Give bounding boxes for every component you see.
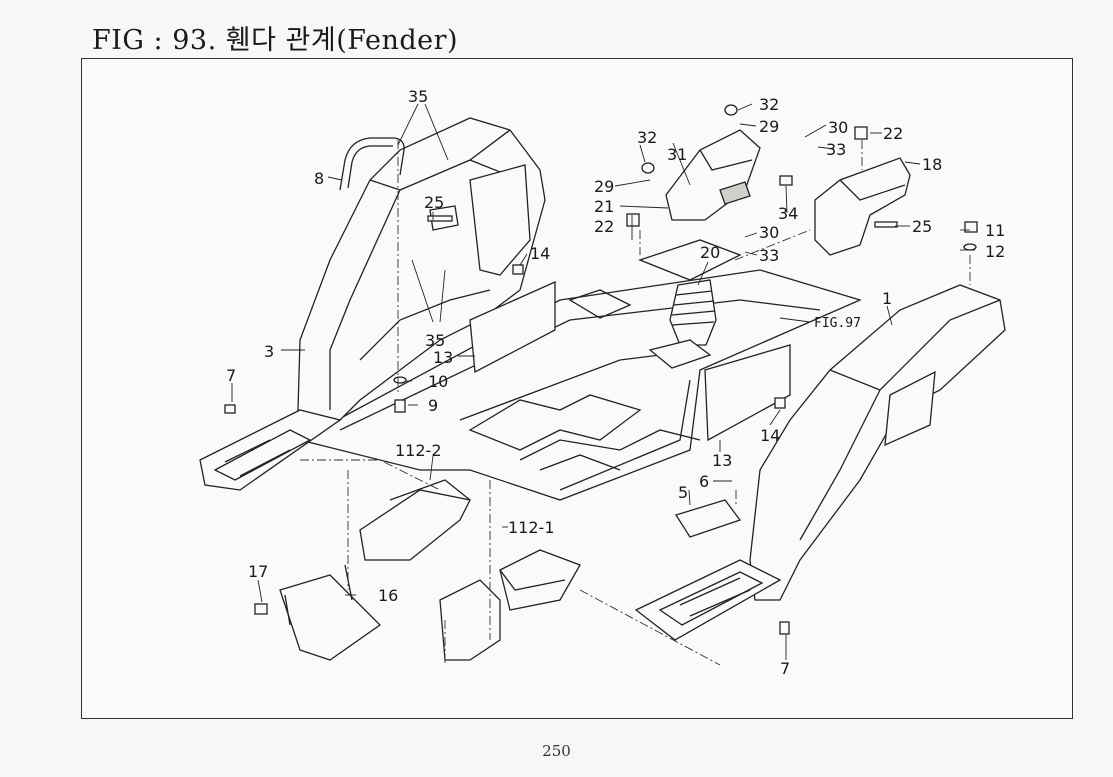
callout-12: 12 [985, 242, 1005, 261]
callout-112-1: 112-1 [508, 518, 555, 537]
callout-22-right: 22 [883, 124, 903, 143]
right-step-frame [634, 559, 782, 641]
right-inner-panel [704, 344, 791, 442]
page-title: FIG : 93. 휀다 관계(Fender) [92, 25, 459, 56]
bolt-14-right [774, 397, 786, 409]
callout-35-top: 35 [408, 87, 428, 106]
callout-13-left: 13 [433, 348, 453, 367]
callout-25-right: 25 [912, 217, 932, 236]
callout-29-right: 29 [759, 117, 779, 136]
lower-duct [439, 579, 501, 661]
callout-34: 34 [778, 204, 798, 223]
callout-32-left: 32 [637, 128, 657, 147]
knob-11 [964, 221, 978, 233]
callout-18: 18 [922, 155, 942, 174]
callout-35-bottom: 35 [425, 331, 445, 350]
washer-10 [393, 376, 407, 384]
callout-16: 16 [378, 586, 398, 605]
rear-fender-cover [814, 157, 911, 256]
right-fender [749, 284, 1006, 601]
page-number: 250 [542, 742, 571, 760]
callout-5: 5 [678, 483, 688, 502]
callout-33-mid: 33 [759, 246, 779, 265]
callout-14-right: 14 [760, 426, 780, 445]
center-cover [665, 129, 761, 221]
callout-11: 11 [985, 221, 1005, 240]
callout-14-left: 14 [530, 244, 550, 263]
washer-12 [963, 243, 977, 251]
callout-10: 10 [428, 372, 448, 391]
callout-8: 8 [314, 169, 324, 188]
callout-20: 20 [700, 243, 720, 262]
gear-lever-boot [648, 279, 717, 369]
grab-handle [339, 137, 405, 191]
leader-lines [231, 103, 975, 660]
knob-32-left [641, 162, 655, 174]
bolt-7-right [779, 621, 790, 635]
clip-25-right [874, 221, 898, 228]
knob-22-right [854, 126, 868, 140]
bolt-9 [394, 399, 406, 413]
callout-30-top: 30 [828, 118, 848, 137]
callout-33-top: 33 [826, 140, 846, 159]
callout-29-left: 29 [594, 177, 614, 196]
callout-17: 17 [248, 562, 268, 581]
clip-25-left [427, 215, 453, 222]
assembly-lines [300, 140, 971, 666]
bracket-112-2 [359, 479, 471, 561]
bolt-14-left [512, 264, 524, 275]
bracket-112-1 [499, 549, 581, 611]
callout-30-mid: 30 [759, 223, 779, 242]
callout-6: 6 [699, 472, 709, 491]
callout-1: 1 [882, 289, 892, 308]
callout-13-right: 13 [712, 451, 732, 470]
callout-31: 31 [667, 145, 687, 164]
callout-7-left: 7 [226, 366, 236, 385]
step-16 [279, 564, 382, 661]
callout-7-right: 7 [780, 659, 790, 678]
bolt-17 [254, 603, 268, 615]
fig97-reference: FIG.97 [814, 316, 861, 331]
left-inner-panel [469, 280, 556, 374]
callout-22-left: 22 [594, 217, 614, 236]
bolt-34 [779, 175, 793, 186]
callout-labels: 35 8 25 35 3 10 9 7 14 13 112-2 112-1 16… [226, 87, 1005, 678]
callout-32-right: 32 [759, 95, 779, 114]
callout-25-left: 25 [424, 193, 444, 212]
callout-112-2: 112-2 [395, 441, 442, 460]
callout-9: 9 [428, 396, 438, 415]
callout-3: 3 [264, 342, 274, 361]
bolt-7-left [224, 404, 236, 414]
callout-21: 21 [594, 197, 614, 216]
right-cover-plate [674, 499, 742, 538]
left-fender [297, 117, 546, 421]
knob-22-left [626, 213, 640, 227]
knob-32-right [724, 104, 738, 116]
left-step-frame [199, 409, 342, 491]
